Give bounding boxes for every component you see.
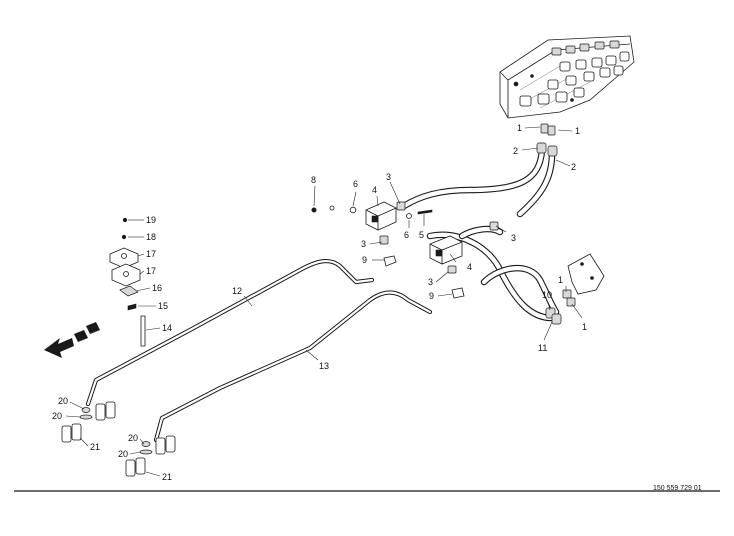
- fitting-1-upper-pair: [540, 123, 556, 136]
- hose-2-upper: [400, 142, 558, 218]
- callout-20-lower-a: 20: [128, 433, 138, 443]
- direction-arrow-icon: [44, 322, 100, 358]
- callout-labels: 1 1 2 2 8 6 4 3 19 18 17 17 16 15 14 6 5…: [52, 123, 587, 482]
- elbow-fitting-10: [545, 307, 562, 325]
- callout-14: 14: [162, 323, 172, 333]
- callout-21-lower: 21: [162, 472, 172, 482]
- callout-3-lower: 3: [428, 277, 433, 287]
- callout-8: 8: [311, 175, 316, 185]
- callout-1-bracket-lower: 1: [582, 322, 587, 332]
- callout-17-upper: 17: [146, 249, 156, 259]
- callout-1-bracket-upper: 1: [558, 275, 563, 285]
- callout-6-lower: 6: [404, 230, 409, 240]
- callout-18: 18: [146, 232, 156, 242]
- callout-9-upper: 9: [362, 255, 367, 265]
- pipe-13: [153, 290, 433, 443]
- callout-2-right: 2: [571, 162, 576, 172]
- callout-9-lower: 9: [429, 291, 434, 301]
- callout-21-upper: 21: [90, 442, 100, 452]
- quick-coupler-set-right: [125, 435, 176, 477]
- callout-13: 13: [319, 361, 329, 371]
- callout-16: 16: [152, 283, 162, 293]
- callout-12: 12: [232, 286, 242, 296]
- solenoid-valve-4-upper: [365, 201, 397, 245]
- callout-20-upper-a: 20: [58, 396, 68, 406]
- callout-3-upper: 3: [386, 172, 391, 182]
- solenoid-valve-4-lower: [429, 235, 463, 265]
- callout-20-lower-b: 20: [118, 449, 128, 459]
- quick-coupler-set-left: [61, 401, 116, 443]
- fittings-3-5-6-8-9: [311, 201, 499, 299]
- callout-6-upper: 6: [353, 179, 358, 189]
- mounting-bracket: [562, 253, 605, 307]
- control-valve-block: [499, 35, 635, 119]
- callout-20-upper-b: 20: [52, 411, 62, 421]
- callout-11: 11: [538, 343, 547, 353]
- pipe-12: [85, 259, 375, 407]
- callout-5: 5: [419, 230, 424, 240]
- callout-15: 15: [158, 301, 168, 311]
- clamp-parts-14-19: [109, 217, 146, 347]
- callout-2-left: 2: [513, 146, 518, 156]
- callout-3-mid-left: 3: [361, 239, 366, 249]
- callout-3-right: 3: [511, 233, 516, 243]
- callout-17-lower: 17: [146, 266, 156, 276]
- hose-11-lower: [426, 225, 560, 322]
- callout-4-upper: 4: [372, 185, 377, 195]
- callout-4-lower: 4: [467, 262, 472, 272]
- callout-10: 10: [542, 290, 552, 300]
- callout-19: 19: [146, 215, 156, 225]
- leader-lines: [65, 126, 583, 477]
- callout-1-upper-right: 1: [575, 126, 580, 136]
- document-number: 150 559 729 01: [653, 485, 702, 492]
- callout-1-upper-left: 1: [517, 123, 522, 133]
